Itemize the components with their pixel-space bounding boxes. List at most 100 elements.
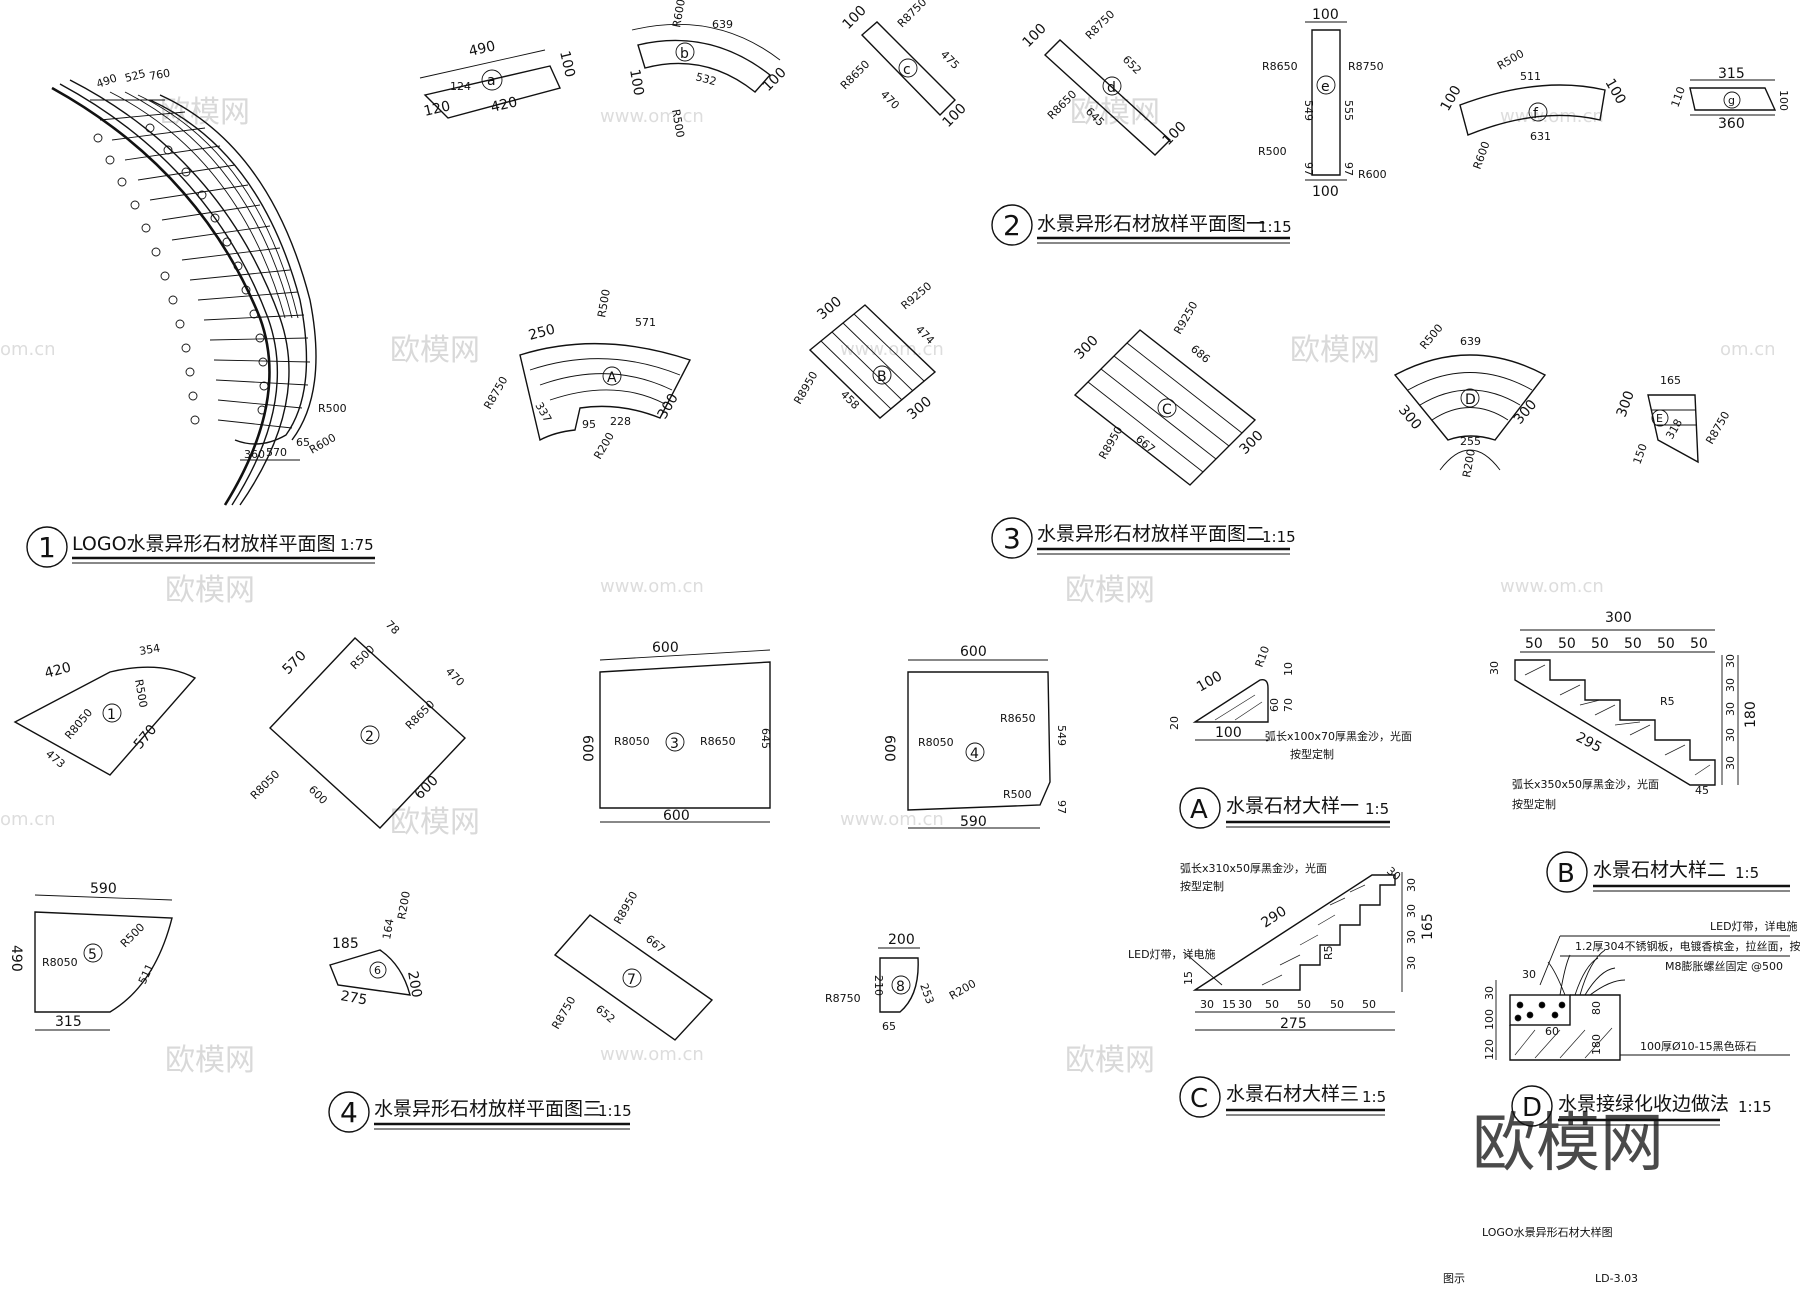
piece-label: 8 (896, 979, 905, 995)
dim-text: 50 (1362, 998, 1376, 1011)
title-block-2: 2 水景异形石材放样平面图一 1:15 (991, 204, 1292, 246)
dim-text: R8950 (791, 369, 820, 406)
watermark-url: www.om.cn (600, 106, 704, 127)
dim-text: 667 (1133, 432, 1157, 455)
dim-text: 490 (467, 38, 497, 60)
piece-2: 2 570 78 R500 470 R8650 R8050 600 600 (248, 618, 467, 829)
piece-label: a (487, 73, 496, 89)
watermark-layer: 欧模网 欧模网 www.om.cn www.om.cn 欧模网 欧模网 om.c… (0, 95, 1776, 1181)
note-text: M8膨胀螺丝固定 @500 (1665, 959, 1783, 973)
title-block-1: 1 LOGO水景异形石材放样平面图 1:75 (26, 526, 375, 568)
dim-text: R500 (1417, 322, 1445, 352)
piece-label: d (1107, 80, 1116, 96)
dim-text: 50 (1657, 636, 1675, 652)
watermark-url: www.om.cn (1500, 576, 1604, 597)
piece-A: A 250 R500 571 R8750 337 228 95 R200 300 (481, 288, 691, 462)
dim-text: 100 (1194, 668, 1225, 695)
dim-text: 30 (1384, 864, 1403, 883)
piece-D: D R500 639 300 300 255 R200 (1393, 322, 1547, 479)
watermark: 欧模网 (1065, 1043, 1155, 1078)
dim-text: 760 (148, 67, 171, 83)
piece-label: 3 (670, 736, 679, 752)
piece-label: 4 (970, 746, 979, 762)
dim-text: 30 (1724, 654, 1737, 668)
title-block-A: A 水景石材大样一 1:5 (1179, 787, 1390, 829)
note-text: 弧长x350x50厚黑金沙，光面 (1512, 777, 1659, 791)
watermark-url: www.om.cn (600, 576, 704, 597)
dim-text: 165 (1420, 913, 1436, 940)
dim-text: 78 (383, 618, 402, 637)
dim-text: 50 (1297, 998, 1311, 1011)
watermark: 欧模网 (390, 333, 480, 368)
title-scale: 1:5 (1735, 864, 1759, 882)
dim-text: 180 (1743, 701, 1759, 728)
dim-text: 65 (296, 436, 310, 449)
dim-text: 295 (1573, 729, 1604, 756)
title-block-B: B 水景石材大样二 1:5 (1546, 851, 1790, 893)
watermark-url: www.om.cn (1500, 106, 1604, 127)
dim-text: 70 (1282, 698, 1295, 712)
dim-text: 275 (1280, 1016, 1307, 1032)
dim-text: 590 (960, 814, 987, 830)
dim-text: R200 (395, 890, 413, 920)
dim-text: 80 (1590, 1001, 1603, 1015)
dim-text: 45 (1695, 784, 1709, 797)
dim-text: R500 (669, 108, 687, 138)
dim-text: R500 (318, 402, 347, 415)
dim-text: 300 (904, 394, 935, 423)
dim-text: 667 (643, 932, 667, 955)
note-text: 弧长x310x50厚黑金沙，光面 (1180, 861, 1327, 875)
dim-text: R8750 (825, 992, 861, 1005)
dim-text: 686 (1188, 342, 1212, 365)
title-number: 3 (1003, 522, 1021, 555)
dim-text: R9250 (1171, 299, 1200, 336)
plan-1-logo-layout: 490 525 760 R500 R600 65 360 570 (51, 67, 347, 506)
piece-c: c 100 R8750 475 R8650 470 100 (838, 0, 970, 131)
dim-text: 100 (1215, 725, 1242, 741)
piece-8: 8 200 R8750 210 253 R200 65 (825, 932, 978, 1033)
title-number: C (1190, 1084, 1208, 1114)
piece-5: 5 590 490 R8050 R500 511 315 (8, 881, 173, 1031)
dim-text: R8050 (42, 956, 78, 969)
dim-text: R500 (132, 678, 150, 708)
piece-label: D (1465, 392, 1476, 408)
dim-text: R200 (947, 977, 978, 1003)
title-text: 水景石材大样一 (1226, 795, 1359, 817)
dim-text: 120 (422, 98, 452, 120)
dim-text: 473 (43, 747, 67, 770)
dim-text: 300 (1605, 610, 1632, 626)
dim-text: 100 (1020, 21, 1050, 51)
dim-text: R8750 (1083, 8, 1117, 42)
dim-text: 30 (1724, 756, 1737, 770)
piece-3: 3 600 600 R8050 R8650 645 600 (579, 640, 772, 824)
title-block-4: 4 水景异形石材放样平面图三 1:15 (328, 1091, 632, 1133)
title-number: B (1557, 859, 1575, 889)
title-scale: 1:5 (1365, 800, 1389, 818)
dim-text: 300 (1614, 389, 1638, 420)
piece-label: 6 (374, 964, 381, 977)
dim-text: 315 (1718, 66, 1745, 82)
dim-text: 475 (938, 48, 962, 72)
note-text: 100厚Ø10-15黑色砾石 (1640, 1039, 1757, 1053)
title-scale: 1:5 (1362, 1088, 1386, 1106)
dim-text: 65 (882, 1020, 896, 1033)
dim-text: 100 (1160, 119, 1190, 149)
piece-a: a 490 420 124 120 100 (419, 38, 578, 120)
note-text: 弧长x100x70厚黑金沙，光面 (1265, 729, 1412, 743)
dim-text: 600 (412, 773, 442, 803)
dim-text: R8750 (481, 374, 510, 411)
dim-text: 15 (1182, 971, 1195, 985)
watermark: 欧模网 (390, 805, 480, 840)
dim-text: R8950 (611, 889, 640, 926)
dim-text: R8750 (549, 994, 578, 1031)
dim-text: R9250 (899, 279, 935, 312)
piece-g: g 110 315 100 360 (1669, 66, 1790, 132)
piece-6: 6 185 164 R200 200 275 (329, 890, 424, 1009)
dim-text: R500 (118, 921, 147, 950)
dim-text: 50 (1624, 636, 1642, 652)
dim-text: 50 (1690, 636, 1708, 652)
dim-text: 30 (1483, 986, 1496, 1000)
dim-text: R8050 (614, 735, 650, 748)
dim-text: R600 (1358, 168, 1387, 181)
dim-text: R500 (595, 288, 613, 318)
